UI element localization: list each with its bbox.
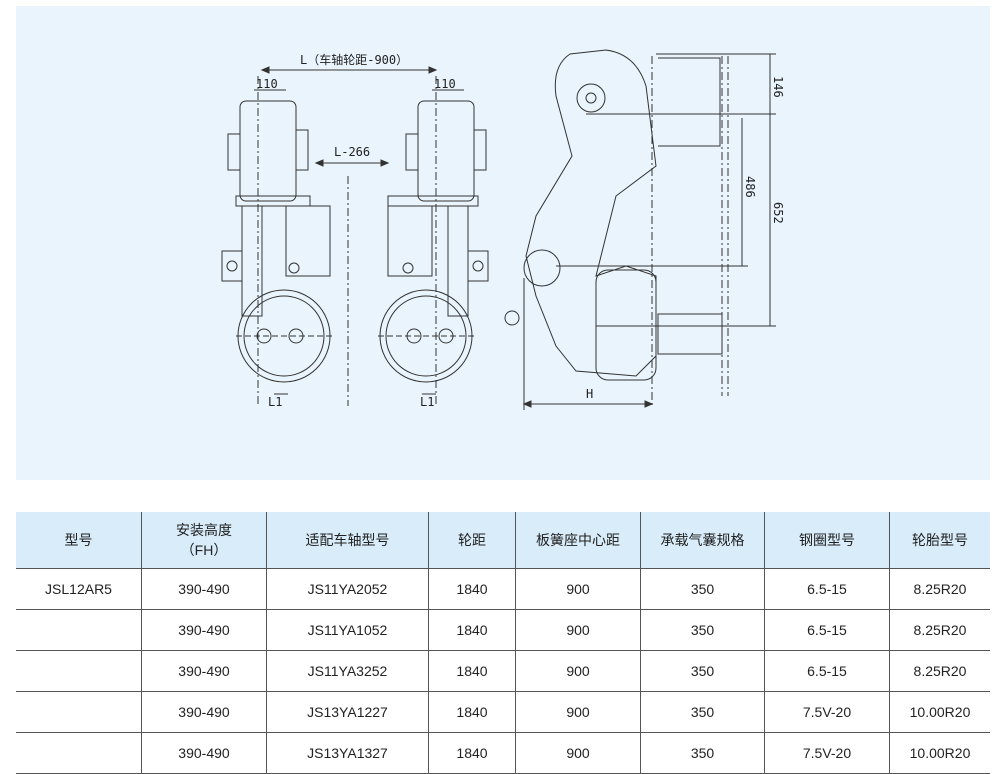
cell-air-spring-spec: 350 (640, 609, 765, 651)
cell-rim-model: 6.5-15 (764, 568, 890, 610)
svg-text:110: 110 (434, 77, 456, 91)
header-air-spring-spec: 承载气囊规格 (640, 512, 765, 569)
cell-spring-seat-distance: 900 (515, 609, 641, 651)
svg-text:486: 486 (743, 176, 757, 198)
cell-model (16, 691, 142, 733)
front-view-right-unit: 110 L1 (378, 76, 489, 409)
header-axle-model: 适配车轴型号 (266, 512, 429, 569)
cell-track: 1840 (428, 650, 516, 692)
svg-text:L1: L1 (420, 395, 434, 409)
cell-axle-model: JS11YA1052 (266, 609, 429, 651)
cell-rim-model: 6.5-15 (764, 650, 890, 692)
cell-install-height: 390-490 (141, 609, 267, 651)
cell-model (16, 609, 142, 651)
cell-axle-model: JS11YA3252 (266, 650, 429, 692)
dimension-L: L（车轴轮距-900） (260, 52, 438, 74)
svg-text:110: 110 (256, 77, 278, 91)
header-tire-model: 轮胎型号 (889, 512, 990, 569)
cell-spring-seat-distance: 900 (515, 691, 641, 733)
header-install-height: 安装高度（FH） (141, 512, 267, 569)
cell-model (16, 732, 142, 774)
cell-rim-model: 7.5V-20 (764, 691, 890, 733)
cell-air-spring-spec: 350 (640, 568, 765, 610)
svg-text:L1: L1 (268, 395, 282, 409)
cell-spring-seat-distance: 900 (515, 650, 641, 692)
dimension-L-266: L-266 (314, 145, 390, 406)
cell-axle-model: JS11YA2052 (266, 568, 429, 610)
cell-model (16, 650, 142, 692)
svg-text:H: H (586, 387, 593, 401)
cell-install-height: 390-490 (141, 732, 267, 774)
front-view-left-unit: 110 L1 (221, 76, 332, 409)
cell-tire-model: 8.25R20 (889, 650, 990, 692)
cell-install-height: 390-490 (141, 691, 267, 733)
cell-axle-model: JS13YA1327 (266, 732, 429, 774)
header-rim-model: 钢圈型号 (764, 512, 890, 569)
cell-track: 1840 (428, 609, 516, 651)
cell-install-height: 390-490 (141, 568, 267, 610)
cell-air-spring-spec: 350 (640, 732, 765, 774)
cell-tire-model: 10.00R20 (889, 691, 990, 733)
cell-tire-model: 10.00R20 (889, 732, 990, 774)
cell-air-spring-spec: 350 (640, 650, 765, 692)
cell-spring-seat-distance: 900 (515, 568, 641, 610)
svg-text:652: 652 (771, 202, 785, 224)
cell-track: 1840 (428, 732, 516, 774)
spec-table: 型号 安装高度（FH） 适配车轴型号 轮距 板簧座中心距 承载气囊规格 钢圈型号… (16, 512, 990, 774)
cell-rim-model: 6.5-15 (764, 609, 890, 651)
cell-axle-model: JS13YA1227 (266, 691, 429, 733)
cell-tire-model: 8.25R20 (889, 609, 990, 651)
cell-air-spring-spec: 350 (640, 691, 765, 733)
technical-drawing: L（车轴轮距-900） 110 L1 L-266 110 (16, 6, 990, 480)
svg-text:L（车轴轮距-900）: L（车轴轮距-900） (300, 52, 408, 67)
header-spring-seat-distance: 板簧座中心距 (515, 512, 641, 569)
table-header-row: 型号 安装高度（FH） 适配车轴型号 轮距 板簧座中心距 承载气囊规格 钢圈型号… (16, 512, 990, 569)
cell-spring-seat-distance: 900 (515, 732, 641, 774)
cell-install-height: 390-490 (141, 650, 267, 692)
header-model: 型号 (16, 512, 142, 569)
svg-text:L-266: L-266 (334, 145, 370, 159)
cell-rim-model: 7.5V-20 (764, 732, 890, 774)
cell-track: 1840 (428, 568, 516, 610)
cell-model: JSL12AR5 (16, 568, 142, 610)
cell-tire-model: 8.25R20 (889, 568, 990, 610)
cell-track: 1840 (428, 691, 516, 733)
svg-text:146: 146 (771, 76, 785, 98)
header-track: 轮距 (428, 512, 516, 569)
side-view: H 146 486 652 (504, 49, 785, 410)
